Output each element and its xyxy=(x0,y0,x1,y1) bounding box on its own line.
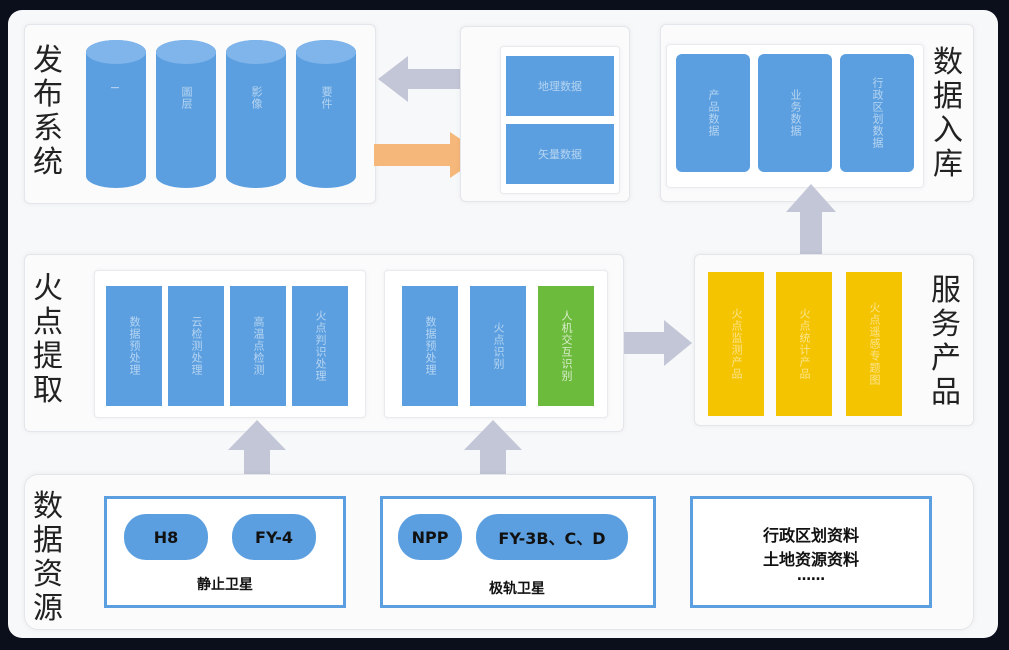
db-cylinder-2: 圖层 xyxy=(156,40,216,188)
storage-box-3: 行政区划数据 xyxy=(840,54,914,172)
service-box-1: 火点监测产品 xyxy=(708,272,764,416)
extract-box-label: 火点判识处理 xyxy=(314,310,327,382)
middle-box-1: 地理数据 xyxy=(506,56,614,116)
storage-box-2: 业务数据 xyxy=(758,54,832,172)
geo-caption: 静止卫星 xyxy=(197,577,253,593)
right-arrow-gray xyxy=(624,320,692,366)
other-line-1: 行政区划资料 xyxy=(762,526,859,545)
service-label: 服务产品 xyxy=(931,273,961,410)
service-box-label: 火点统计产品 xyxy=(798,308,811,380)
storage-box-label: 行政区划数据 xyxy=(871,77,884,149)
other-line-2: 土地资源资料 xyxy=(762,550,859,569)
middle-box-2: 矢量数据 xyxy=(506,124,614,184)
db-cylinder-3: 影像 xyxy=(226,40,286,188)
up-arrow-geo xyxy=(228,420,286,496)
extract-box-label: 数据预处理 xyxy=(424,316,437,376)
extract-box-1: 数据预处理 xyxy=(106,286,162,406)
cylinder-label: 要件 xyxy=(320,86,333,110)
cylinder-label: 圖层 xyxy=(180,86,193,110)
pill-fy3: FY-3B、C、D xyxy=(476,514,628,560)
storage-box-1: 产品数据 xyxy=(676,54,750,172)
extract-box-label: 云检测处理 xyxy=(190,316,203,376)
left-arrow-gray xyxy=(378,56,460,102)
pill-h8: H8 xyxy=(124,514,208,560)
extract-box-4: 火点判识处理 xyxy=(292,286,348,406)
service-box-label: 火点遥感专题图 xyxy=(868,302,881,386)
up-arrow-storage xyxy=(786,184,836,256)
extract-box-3: 高温点检测 xyxy=(230,286,286,406)
cylinder-label: 影像 xyxy=(250,86,263,110)
other-data-box xyxy=(690,496,932,608)
extract-box-label: 高温点检测 xyxy=(252,316,265,376)
service-box-2: 火点统计产品 xyxy=(776,272,832,416)
db-cylinder-4: 要件 xyxy=(296,40,356,188)
extract-box-5: 数据预处理 xyxy=(402,286,458,406)
sources-label: 数据资源 xyxy=(33,489,63,626)
pill-fy4: FY-4 xyxy=(232,514,316,560)
middle-box-label: 地理数据 xyxy=(538,80,582,93)
storage-box-label: 业务数据 xyxy=(789,89,802,137)
middle-box-label: 矢量数据 xyxy=(538,148,582,161)
pill-npp: NPP xyxy=(398,514,462,560)
extract-box-label: 火点识别 xyxy=(492,322,505,370)
polar-caption: 极轨卫星 xyxy=(489,581,545,597)
publish-label: 发布系统 xyxy=(33,43,63,180)
extract-box-6: 火点识别 xyxy=(470,286,526,406)
extract-box-label: 人机交互识别 xyxy=(560,310,573,382)
cylinder-label: I xyxy=(108,86,121,91)
service-box-label: 火点监测产品 xyxy=(730,308,743,380)
other-line-3: …… xyxy=(797,568,825,584)
extract-box-2: 云检测处理 xyxy=(168,286,224,406)
db-cylinder-1: I xyxy=(86,40,146,188)
extraction-label: 火点提取 xyxy=(33,271,63,408)
right-arrow-orange xyxy=(374,132,484,178)
extract-box-label: 数据预处理 xyxy=(128,316,141,376)
up-arrow-polar xyxy=(464,420,522,496)
storage-label: 数据入库 xyxy=(933,45,963,182)
extract-box-green: 人机交互识别 xyxy=(538,286,594,406)
storage-box-label: 产品数据 xyxy=(707,89,720,137)
service-box-3: 火点遥感专题图 xyxy=(846,272,902,416)
